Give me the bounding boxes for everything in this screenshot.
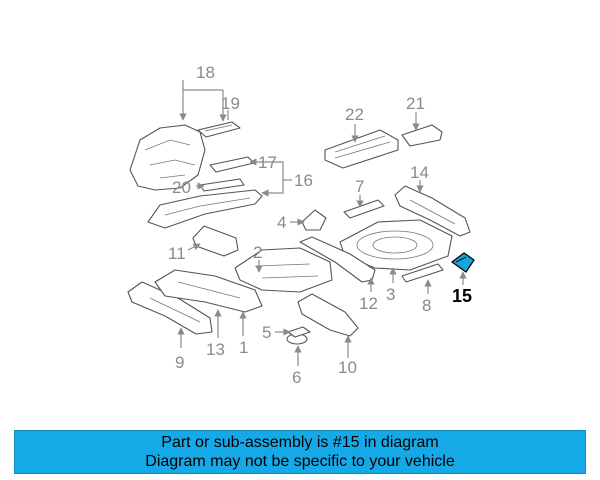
callout-19: 19 [221,94,240,113]
part-2-floor [234,247,333,293]
banner-line-disclaimer: Diagram may not be specific to your vehi… [145,453,455,470]
leader-lines [177,80,467,366]
part-12-rail [299,236,376,283]
part-4-bracket [301,209,327,231]
part-13-panel [154,269,263,313]
part-10-crossmember [297,293,359,337]
part-9-member [127,281,213,335]
callout-1: 1 [239,338,248,357]
callout-20: 20 [172,178,191,197]
callout-11: 11 [168,244,186,263]
callout-4: 4 [277,213,286,232]
part-22-crossmember [324,129,399,169]
banner-line-part-number: Part or sub-assembly is #15 in diagram [161,434,439,451]
callout-16: 16 [294,171,313,190]
part-7-member [343,199,385,219]
callout-6: 6 [292,368,301,387]
callout-15-highlighted: 15 [452,286,472,306]
part-quarter-inner-panel [129,124,206,191]
info-banner: Part or sub-assembly is #15 in diagram D… [14,430,586,474]
part-8-bracket [401,263,444,283]
part-15-highlighted [450,252,475,273]
part-5-fastener [287,326,311,338]
part-14-rail [394,185,471,237]
part-19-bracket [197,121,241,138]
part-17-bracket [209,156,255,173]
parts-diagram: 18 19 17 16 20 22 21 14 7 4 11 2 12 3 8 … [127,63,475,387]
callout-13: 13 [206,340,225,359]
callout-22: 22 [345,105,364,124]
callout-21: 21 [406,94,425,113]
callout-7: 7 [355,177,364,196]
part-21-bracket [401,124,443,147]
part-20-plate [199,178,245,192]
callout-labels: 18 19 17 16 20 22 21 14 7 4 11 2 12 3 8 … [168,63,472,387]
callout-17: 17 [258,153,277,172]
callout-9: 9 [175,353,184,372]
part-16-rail [147,189,263,229]
callout-18: 18 [196,63,215,82]
callout-10: 10 [338,358,357,377]
callout-2: 2 [253,243,262,262]
part-11-bracket [192,225,239,257]
callout-14: 14 [410,163,429,182]
callout-5: 5 [262,323,271,342]
callout-3: 3 [386,285,395,304]
callout-12: 12 [359,294,378,313]
callout-8: 8 [422,296,431,315]
